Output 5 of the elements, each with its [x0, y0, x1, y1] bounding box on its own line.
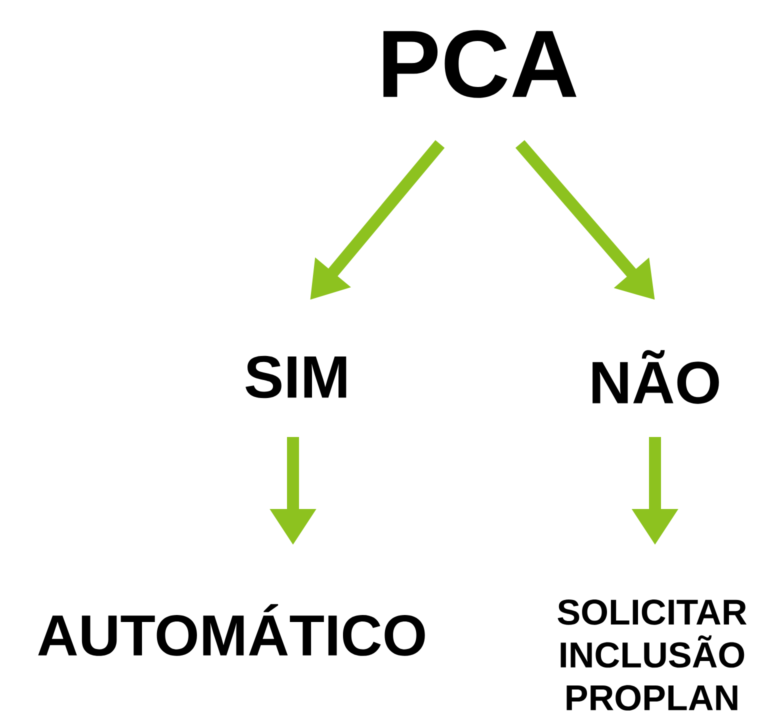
label-text: AUTOMÁTICO [38, 604, 425, 656]
label-text: SOLICITAR INCLUSÃO PROPLAN [558, 599, 747, 711]
label-text: NÃO [592, 350, 719, 404]
label-text: SIM [246, 356, 346, 398]
label-text: PCA [383, 30, 576, 98]
